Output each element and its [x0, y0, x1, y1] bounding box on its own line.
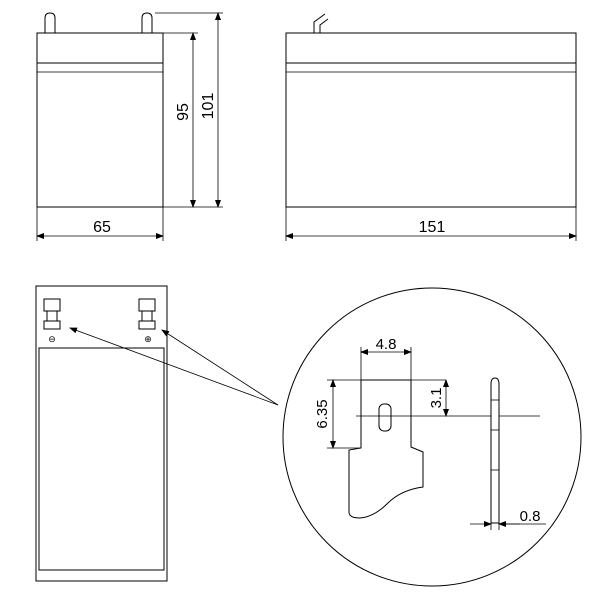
- front-terminal-right: [141, 12, 153, 33]
- positive-symbol: ⊕: [144, 334, 152, 344]
- terminal-detail: 4.8 6.35 3.1 0.8: [282, 287, 582, 587]
- top-view: ⊖ ⊕: [35, 285, 168, 582]
- terminal-tab-shape: [348, 379, 424, 519]
- top-terminal-negative: [43, 298, 61, 330]
- side-case: [285, 62, 577, 208]
- top-label-area: [38, 347, 165, 571]
- side-length-label: 151: [419, 219, 446, 236]
- front-lid: [36, 32, 164, 64]
- thickness-label: 0.8: [520, 508, 541, 525]
- top-terminal-positive: [138, 298, 156, 330]
- negative-symbol: ⊖: [48, 334, 56, 344]
- front-case-height-label: 95: [175, 103, 192, 121]
- hole-offset-label: 3.1: [428, 388, 445, 409]
- front-case: [36, 62, 164, 208]
- front-total-height-label: 101: [200, 93, 217, 120]
- side-lid: [285, 32, 577, 64]
- front-terminal-left: [44, 12, 56, 33]
- tab-height-label: 6.35: [314, 399, 331, 428]
- front-view: 65 95 101: [36, 12, 223, 241]
- top-outline: [35, 285, 168, 582]
- side-terminal: [313, 13, 326, 33]
- terminal-side-profile: [490, 377, 500, 524]
- side-view: 151: [285, 13, 577, 241]
- terminal-slot: [378, 403, 392, 432]
- detail-circle: [282, 287, 582, 587]
- front-width-label: 65: [93, 219, 111, 236]
- leader-arrows: [69, 327, 279, 406]
- tab-width-label: 4.8: [376, 336, 397, 353]
